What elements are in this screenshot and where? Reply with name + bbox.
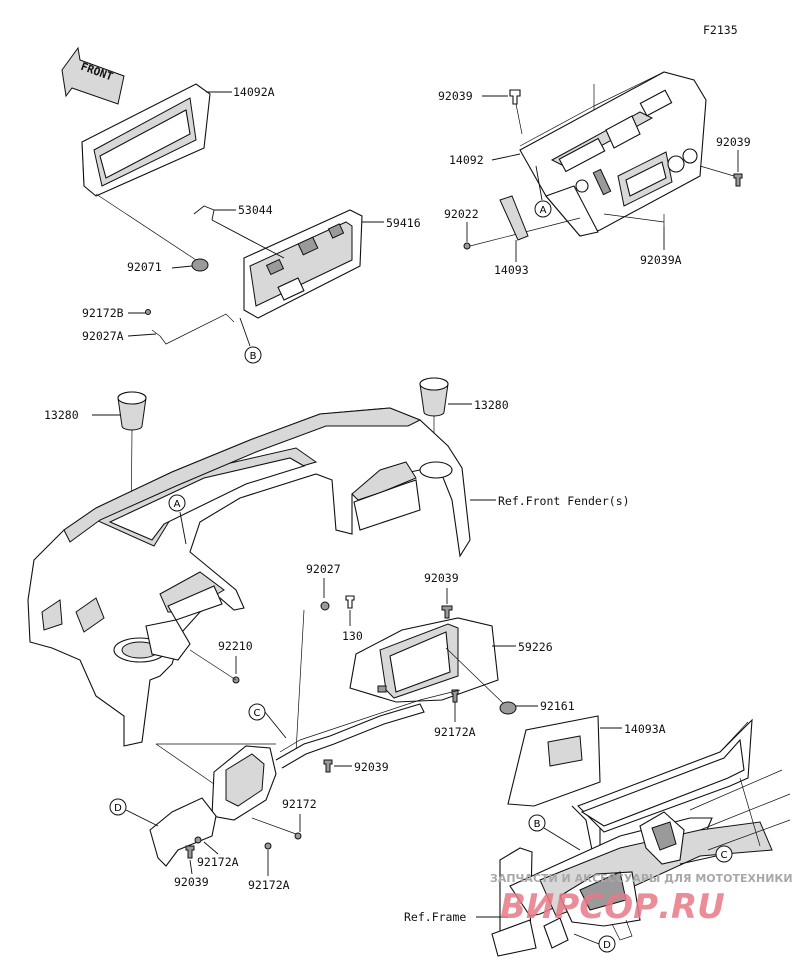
svg-text:A: A — [174, 499, 181, 510]
callout-B-frame: B — [528, 814, 546, 832]
label-92027: 92027 — [306, 562, 341, 576]
watermark-subtitle: ЗАПЧАСТИ И АКСЕССУАРЫ ДЛЯ МОТОТЕХНИКИ — [490, 872, 793, 885]
label-92039-bottom: 92039 — [174, 875, 209, 889]
label-92161: 92161 — [540, 699, 575, 713]
label-92039-mid: 92039 — [424, 571, 459, 585]
label-14092: 14092 — [449, 153, 484, 167]
clip-92039-top — [509, 89, 521, 105]
label-130: 130 — [342, 629, 363, 643]
clip-92039-bottom — [185, 845, 195, 859]
label-92172A-mid: 92172A — [434, 725, 476, 739]
console-59226 — [349, 617, 499, 703]
panel-14093A — [507, 715, 601, 807]
label-92039-low: 92039 — [354, 760, 389, 774]
clip-92039-mid — [441, 605, 453, 619]
label-ref-front-fender: Ref.Front Fender(s) — [498, 494, 630, 508]
cup-holder-13280-left — [117, 391, 147, 431]
label-59226: 59226 — [518, 640, 553, 654]
clip-92039-low — [323, 759, 333, 773]
bolt-130 — [345, 595, 355, 609]
nut-92022 — [463, 242, 471, 250]
strip-14093 — [499, 195, 529, 241]
label-ref-frame: Ref.Frame — [404, 910, 466, 924]
callout-A-top: A — [534, 200, 552, 218]
label-92172B: 92172B — [82, 306, 124, 320]
clip-92039-right — [733, 173, 743, 187]
callout-C-frame: C — [715, 845, 733, 863]
label-92071: 92071 — [127, 260, 162, 274]
label-14093: 14093 — [494, 263, 529, 277]
label-13280-right: 13280 — [474, 398, 509, 412]
dashboard-panel — [27, 407, 471, 747]
label-92039A: 92039A — [640, 253, 682, 267]
label-92039-right: 92039 — [716, 135, 751, 149]
screw-92172B — [145, 309, 151, 315]
watermark-brand: ВИРСОР.RU — [500, 887, 725, 927]
label-14092A: 14092A — [233, 85, 275, 99]
label-59416: 59416 — [386, 216, 421, 230]
screw-92172A-low2 — [264, 842, 272, 850]
nut-92027 — [320, 601, 330, 611]
grommet-92071 — [191, 258, 209, 272]
screw-92172 — [294, 832, 302, 840]
lower-bracket — [149, 745, 277, 867]
frame — [491, 718, 791, 957]
callout-A-mid: A — [168, 494, 186, 512]
cup-holder-13280-right — [419, 377, 449, 417]
screw-92172A-mid — [451, 689, 459, 703]
meter-panel-14092 — [519, 71, 707, 237]
meter-cover-14092A — [81, 83, 211, 197]
svg-text:A: A — [540, 205, 547, 216]
label-53044: 53044 — [238, 203, 273, 217]
label-13280-left: 13280 — [44, 408, 79, 422]
front-arrow-icon: FRONT — [61, 46, 125, 105]
grommet-92161 — [499, 701, 517, 715]
svg-text:C: C — [721, 850, 728, 861]
svg-text:D: D — [603, 940, 611, 951]
callout-B-top: B — [244, 346, 262, 364]
wire-53044 — [193, 205, 215, 221]
label-14093A: 14093A — [624, 722, 666, 736]
svg-text:D: D — [114, 803, 122, 814]
svg-text:B: B — [534, 819, 541, 830]
svg-text:B: B — [250, 351, 257, 362]
meter-unit-59416 — [243, 209, 363, 319]
label-92039-top: 92039 — [438, 89, 473, 103]
label-92027A: 92027A — [82, 329, 124, 343]
figure-code: F2135 — [703, 23, 738, 37]
screw-92172A-low1 — [194, 836, 202, 844]
label-92210: 92210 — [218, 639, 253, 653]
callout-D-left: D — [109, 798, 127, 816]
svg-text:C: C — [254, 708, 261, 719]
callout-C-mid: C — [248, 703, 266, 721]
label-92022: 92022 — [444, 207, 479, 221]
label-92172A-low1: 92172A — [197, 855, 239, 869]
callout-D-frame: D — [598, 935, 616, 953]
label-92172: 92172 — [282, 797, 317, 811]
label-92172A-low2: 92172A — [248, 878, 290, 892]
